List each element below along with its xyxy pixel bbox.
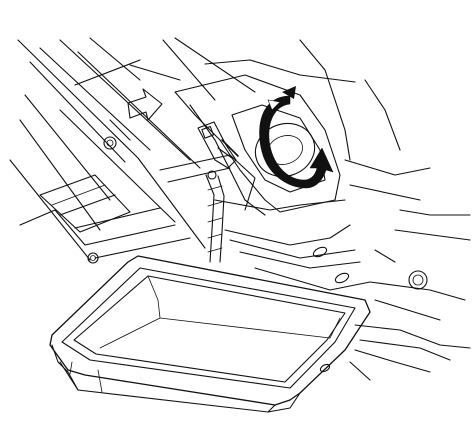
underbody-frame [9,37,431,261]
bolt-hole-left [103,136,117,150]
slot-lower [334,272,350,284]
mounting-bolts [87,136,428,290]
right-frame [349,209,471,381]
slot-upper [312,246,328,258]
removable-pan [49,255,371,413]
floor-crossmember [19,174,191,259]
round-cover [254,122,316,178]
pan-drain-plug [319,363,331,373]
drain-bolt [207,170,217,180]
hollow-right-arrow-icon [127,88,163,121]
counterclockwise-rotation-icon [259,86,334,189]
bolt-hole-lower [87,252,99,264]
connector-sensor [197,121,239,263]
pointer-line [221,139,239,157]
bolt-hole-right [408,270,428,290]
